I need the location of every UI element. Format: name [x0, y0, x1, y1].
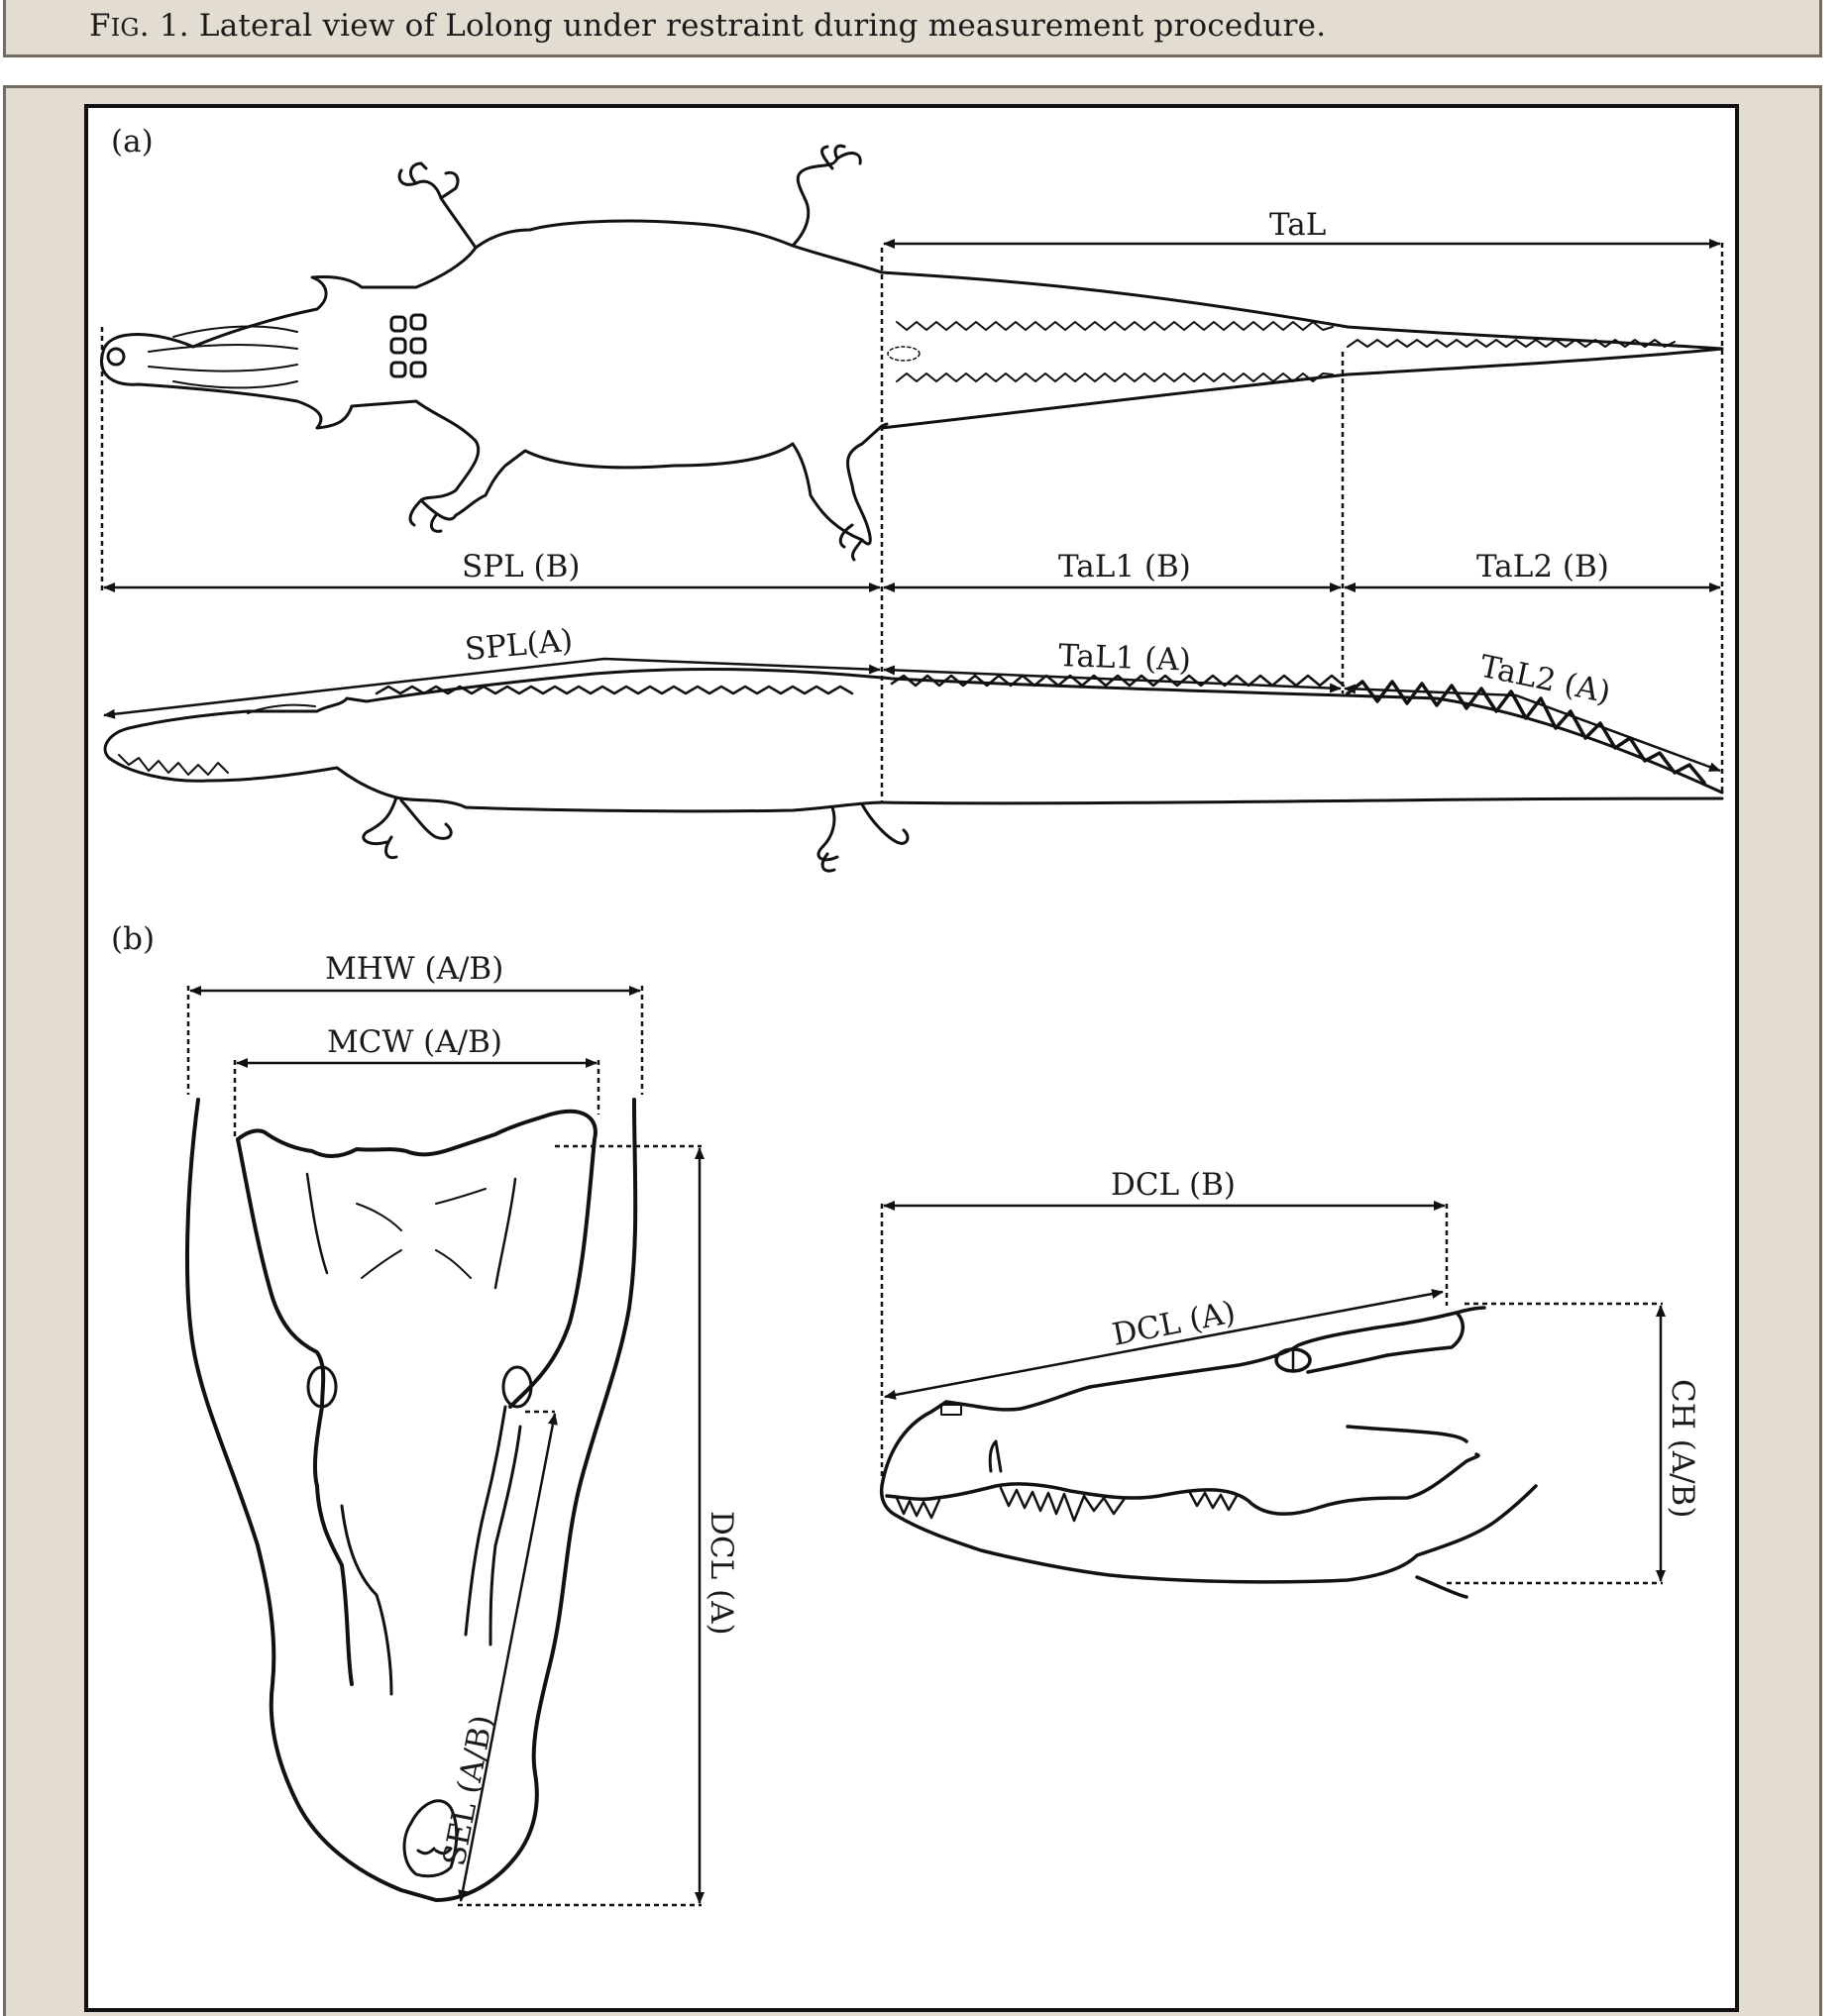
- label-dcl-b: DCL (B): [1111, 1167, 1236, 1203]
- label-tal2-a: TaL2 (A): [1476, 649, 1613, 711]
- panel-b-right-measurements: [880, 1201, 1666, 1585]
- label-spl-a: SPL(A): [464, 623, 575, 668]
- caption-prefix-big: F: [89, 8, 111, 44]
- label-dcl-a: DCL (A): [1110, 1295, 1239, 1353]
- label-ch: CH (A/B): [1665, 1379, 1700, 1518]
- label-tal: TaL: [1269, 207, 1326, 243]
- panel-b-left-measurements: [186, 986, 705, 1907]
- label-dcl-a-vertical: DCL (A): [704, 1511, 739, 1636]
- label-sel: SEL (A/B): [437, 1712, 501, 1868]
- label-tal2-b: TaL2 (B): [1476, 549, 1609, 584]
- label-tal1-b: TaL1 (B): [1058, 549, 1191, 584]
- crocodile-lateral-view: [103, 667, 1724, 873]
- label-tal1-a: TaL1 (A): [1058, 638, 1192, 679]
- panel-label-b: (b): [111, 921, 155, 957]
- caption-text: . 1. Lateral view of Lolong under restra…: [139, 8, 1327, 44]
- panel-a-measurements: [100, 239, 1724, 802]
- figure-caption: FIG. 1. Lateral view of Lolong under res…: [89, 8, 1326, 44]
- caption-box: FIG. 1. Lateral view of Lolong under res…: [3, 0, 1822, 57]
- crocodile-dorsal-view: [100, 144, 1724, 562]
- head-dorsal-view: [185, 1098, 638, 1902]
- label-mcw: MCW (A/B): [327, 1024, 502, 1060]
- head-lateral-view: [879, 1306, 1538, 1599]
- panel-label-a: (a): [111, 124, 154, 159]
- caption-prefix-small: IG: [110, 14, 140, 42]
- label-spl-b: SPL (B): [462, 549, 581, 584]
- label-mhw: MHW (A/B): [325, 951, 503, 987]
